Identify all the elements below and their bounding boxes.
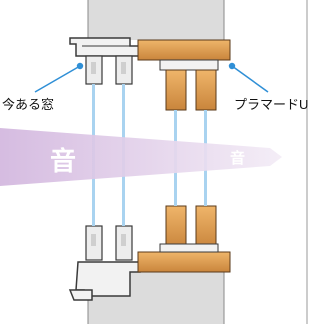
leader-existing-window	[34, 62, 84, 93]
leader-inner-window	[228, 62, 269, 93]
sound-glyph-small: 音	[230, 149, 245, 167]
inner-window-bottom-rail	[159, 205, 219, 253]
label-inner-window: プラマードU	[234, 97, 308, 112]
inner-window-top-rail	[159, 59, 219, 111]
sound-arrow	[0, 128, 282, 186]
wooden-frame	[137, 39, 231, 273]
label-existing-window: 今ある窓	[2, 97, 54, 112]
sound-glyph-large: 音	[50, 146, 76, 177]
existing-window-frame	[68, 37, 141, 301]
